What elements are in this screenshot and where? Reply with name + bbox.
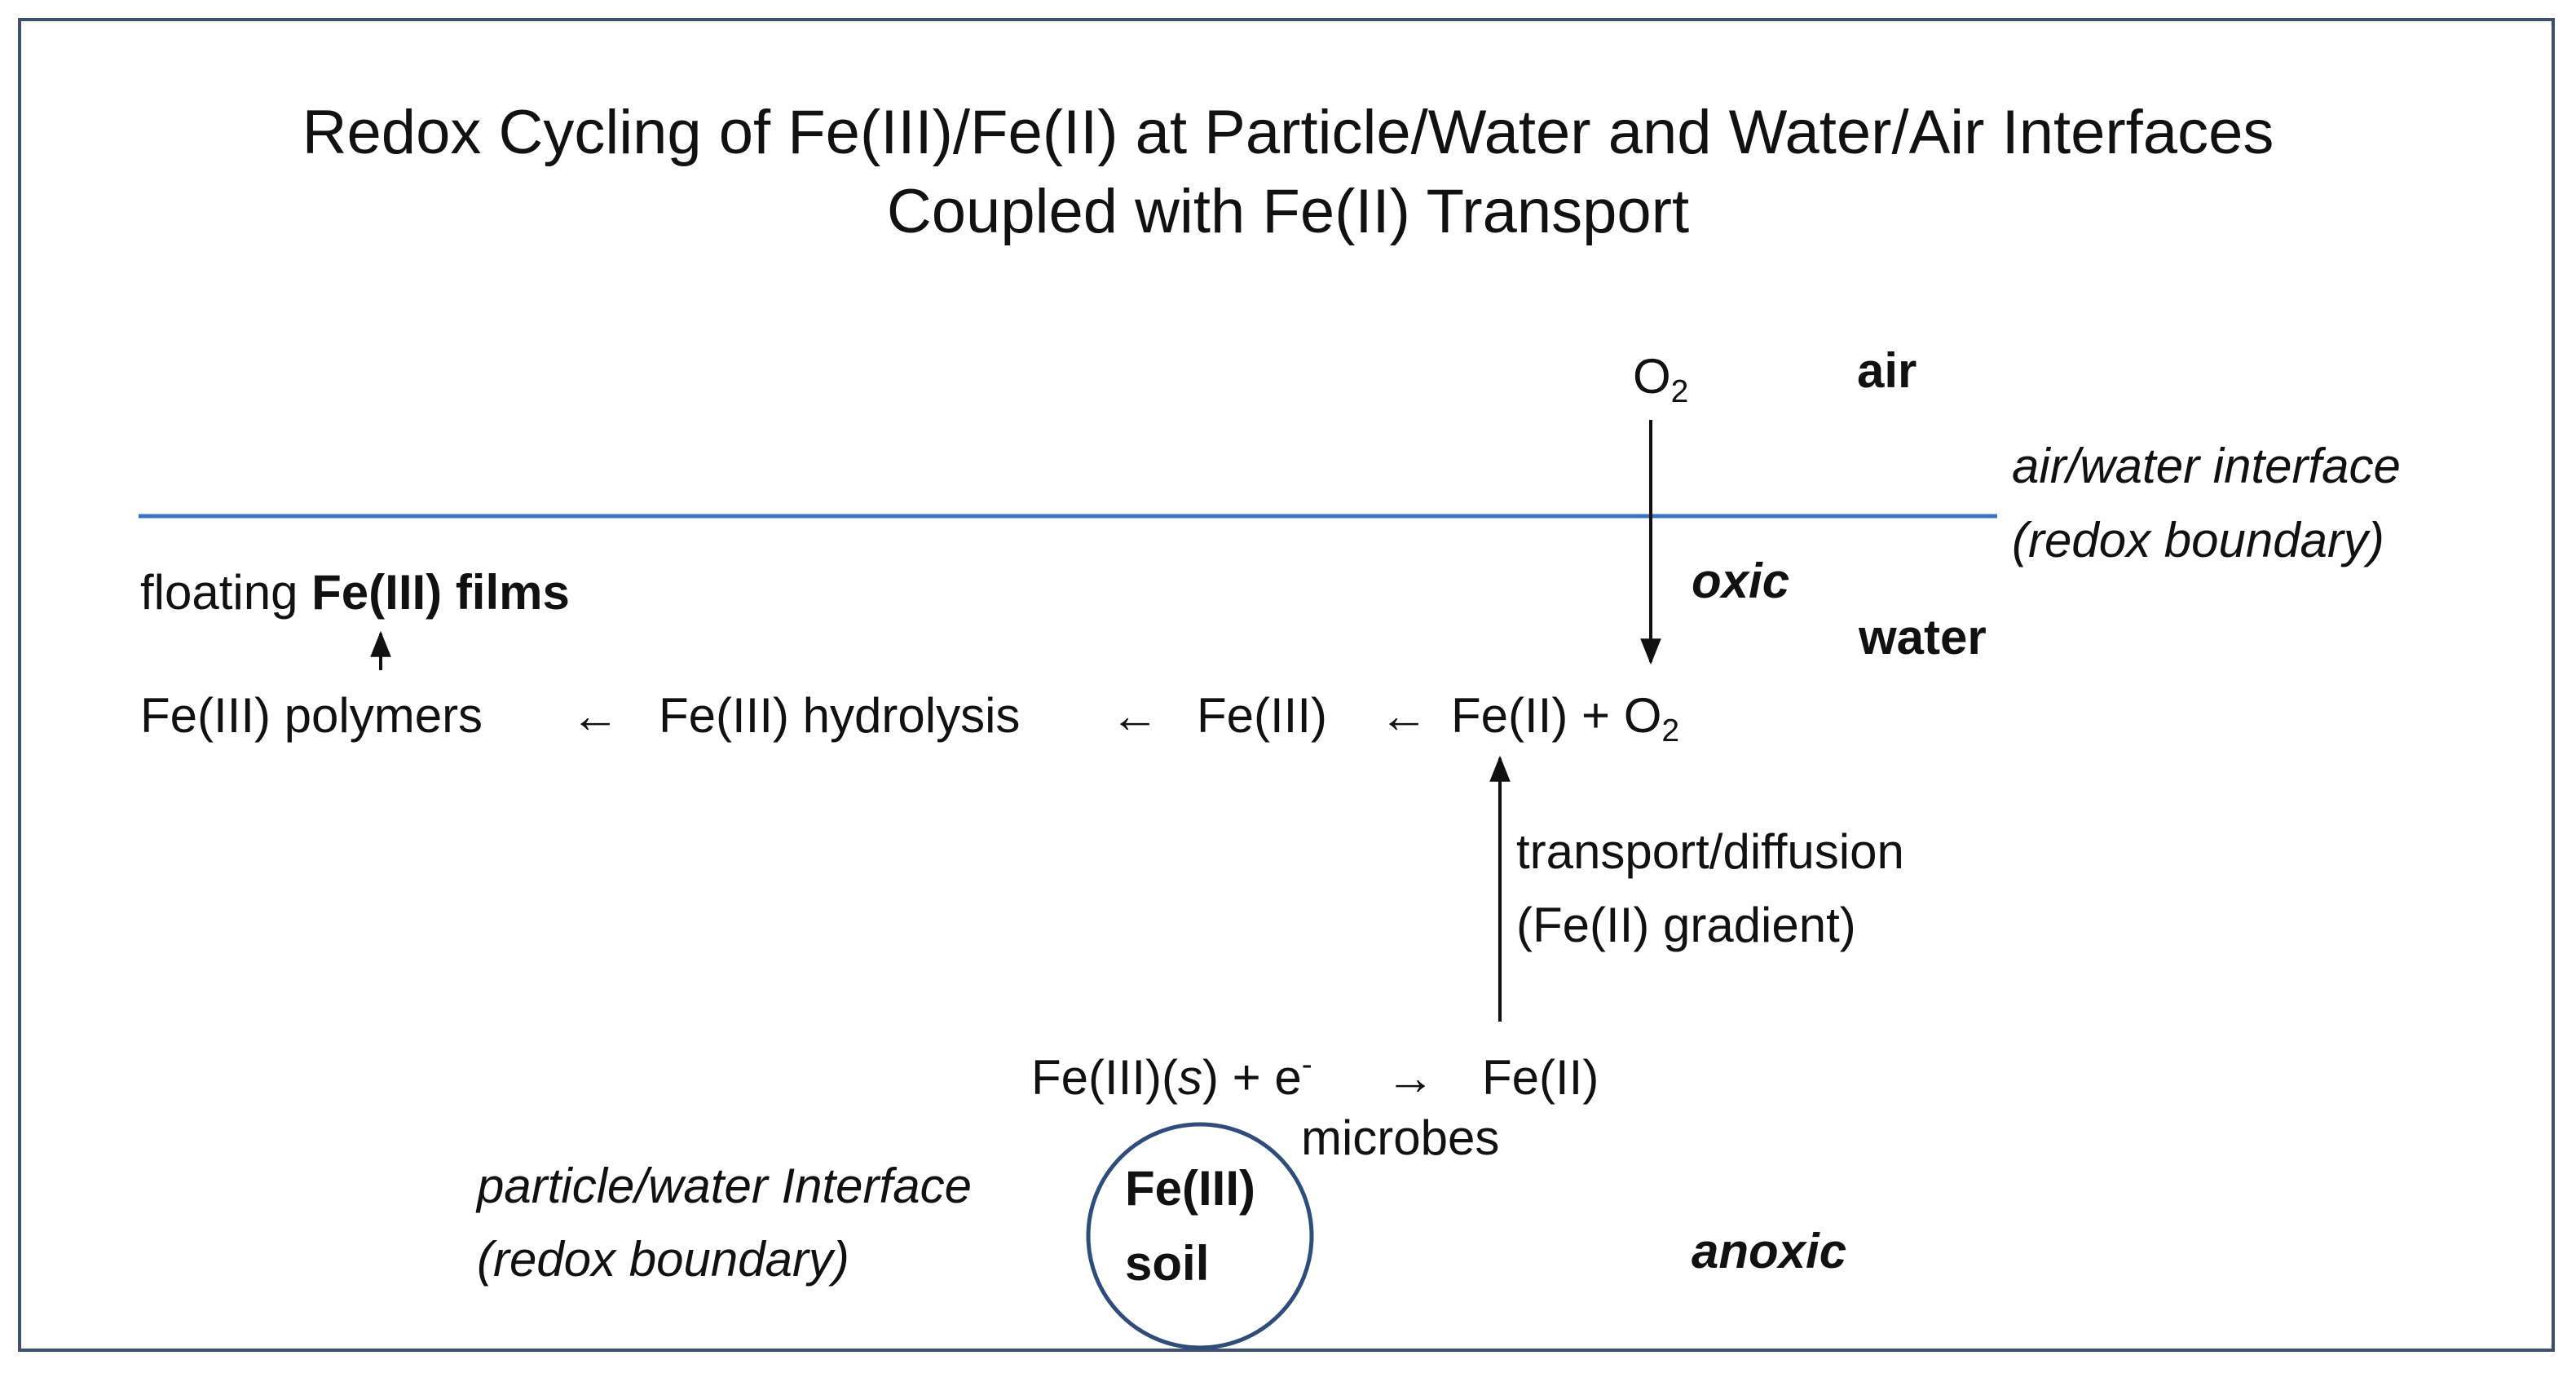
title-line-1: Redox Cycling of Fe(III)/Fe(II) at Parti… bbox=[302, 98, 2274, 167]
air-label: air bbox=[1857, 343, 1917, 398]
chain-arrow-1: ← bbox=[571, 688, 620, 743]
floating-films-label: floating Fe(III) films bbox=[140, 565, 570, 620]
soil-fe3-label: Fe(III) bbox=[1125, 1161, 1255, 1216]
microbes-label: microbes bbox=[1301, 1110, 1500, 1165]
o2-air-label: O2 bbox=[1633, 349, 1689, 409]
title-line-2: Coupled with Fe(II) Transport bbox=[886, 177, 1690, 246]
air-water-interface-boundary: (redox boundary) bbox=[2012, 513, 2384, 567]
fe3-hydrolysis-label: Fe(III) hydrolysis bbox=[659, 688, 1021, 743]
chain-arrow-3: ← bbox=[1379, 688, 1428, 743]
oxic-label: oxic bbox=[1692, 554, 1790, 608]
air-water-interface-label: air/water interface bbox=[2012, 439, 2401, 493]
fe2-o2-label: Fe(II) + O2 bbox=[1451, 688, 1680, 748]
fe2-product-label: Fe(II) bbox=[1482, 1050, 1599, 1105]
diagram-frame bbox=[18, 18, 2555, 1352]
water-label: water bbox=[1859, 610, 1987, 664]
reduction-arrow: → bbox=[1386, 1050, 1435, 1105]
soil-circle bbox=[1086, 1122, 1314, 1350]
fe3-polymers-label: Fe(III) polymers bbox=[140, 688, 483, 743]
fe3-reduction-reactants: Fe(III)(s) + e- bbox=[1031, 1047, 1312, 1105]
soil-label: soil bbox=[1125, 1236, 1210, 1291]
chain-arrow-2: ← bbox=[1110, 688, 1159, 743]
transport-diffusion-label: transport/diffusion bbox=[1516, 824, 1904, 879]
anoxic-label: anoxic bbox=[1692, 1224, 1847, 1278]
fe2-gradient-label: (Fe(II) gradient) bbox=[1516, 898, 1856, 952]
particle-water-interface-boundary: (redox boundary) bbox=[477, 1232, 849, 1287]
particle-water-interface-label: particle/water Interface bbox=[477, 1159, 972, 1213]
fe3-label: Fe(III) bbox=[1197, 688, 1327, 743]
